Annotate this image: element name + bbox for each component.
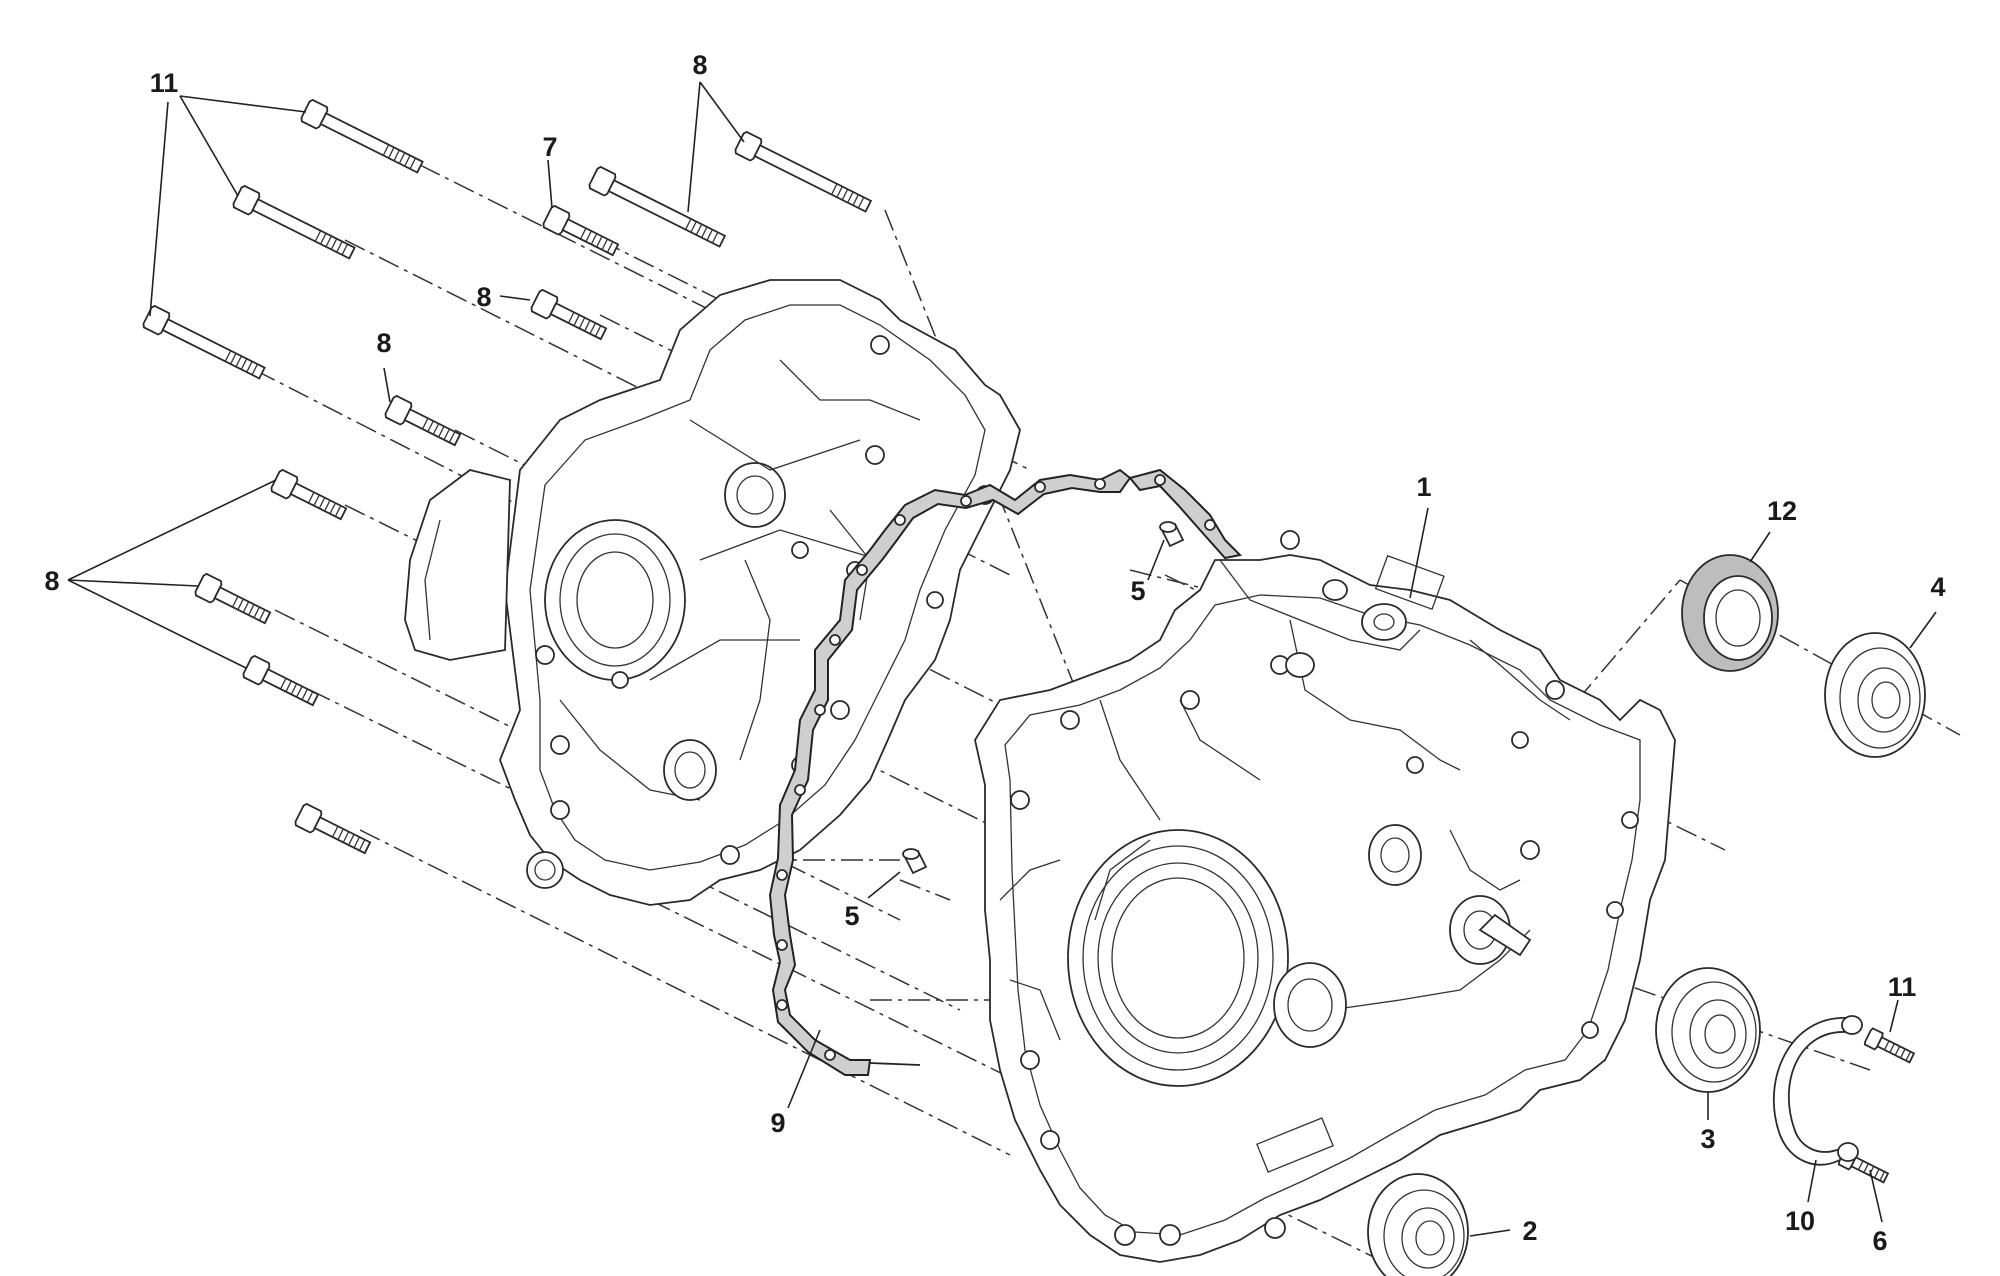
callout-2: 2 — [1522, 1216, 1537, 1246]
callout-8-left: 8 — [376, 328, 391, 358]
bolt-6-a — [734, 130, 873, 213]
callout-12: 12 — [1767, 496, 1797, 526]
callout-5-upper: 5 — [1130, 576, 1145, 606]
leader-lines — [67, 81, 1937, 1237]
bolt-8-a — [542, 204, 620, 257]
screw-11-a — [1863, 1027, 1916, 1064]
callout-10: 10 — [1785, 1206, 1815, 1236]
callout-4: 4 — [1930, 572, 1945, 602]
callout-5-lower: 5 — [844, 901, 859, 931]
callout-8-group: 8 — [44, 566, 59, 596]
bolt-8-g — [294, 802, 372, 855]
callout-9: 11 — [150, 68, 179, 98]
dowel-pin-upper — [1159, 521, 1185, 548]
callout-labels: 11 8 7 8 8 8 5 5 9 1 12 4 11 3 10 2 6 — [44, 50, 1945, 1256]
bearing-2 — [1367, 1173, 1469, 1276]
bolt-8-e — [194, 572, 272, 625]
left-crankcase-cover — [404, 279, 1021, 906]
dowel-pin-lower — [902, 848, 928, 875]
bolt-9-a — [300, 98, 424, 174]
callout-11-bottom: 6 — [1872, 1226, 1887, 1256]
bolt-8-d — [270, 468, 348, 521]
callout-8-mid: 8 — [476, 282, 491, 312]
callout-6: 8 — [692, 50, 707, 80]
bolt-8-f — [242, 654, 320, 707]
bolt-6-b — [588, 165, 727, 248]
bolt-8-c — [384, 394, 462, 447]
bearing-3 — [1655, 967, 1761, 1093]
callout-3: 3 — [1700, 1124, 1715, 1154]
gasket — [768, 468, 1243, 1076]
callout-11-top: 11 — [1888, 972, 1917, 1002]
callout-8-top: 7 — [542, 132, 557, 162]
bolt-9-b — [232, 184, 356, 260]
callout-1: 1 — [1416, 472, 1431, 502]
bolt-9-c — [142, 304, 266, 380]
oil-seal-12 — [1681, 554, 1779, 672]
callout-7: 9 — [770, 1108, 785, 1138]
retainer-plate-10 — [1772, 1015, 1863, 1166]
bearing-4 — [1824, 632, 1926, 758]
bolt-8-b — [530, 288, 608, 341]
right-crankcase — [974, 530, 1676, 1263]
